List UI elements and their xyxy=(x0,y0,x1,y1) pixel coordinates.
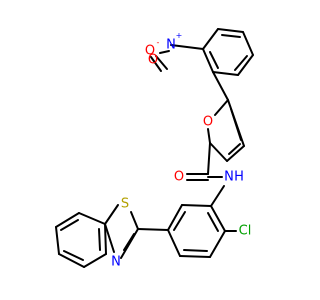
nitro-n-charge: + xyxy=(176,31,183,40)
furan-o-atom: O xyxy=(203,115,213,130)
chlorine-atom: Cl xyxy=(239,224,252,239)
thiazole-s-atom: S xyxy=(121,197,129,212)
atom-labels: N + O - O O O N H S N Cl xyxy=(111,31,251,270)
nitro-n-atom: N xyxy=(166,38,176,53)
bond-lines xyxy=(55,28,254,268)
molecule-structure-diagram: N + O - O O O N H S N Cl xyxy=(55,28,254,270)
nitro-o-atom: O xyxy=(148,53,158,68)
amide-n-atom: N xyxy=(224,170,234,185)
thiazole-n-atom: N xyxy=(111,255,121,270)
nitro-o-charge: - xyxy=(157,38,160,47)
carbonyl-o-atom: O xyxy=(174,170,184,185)
nitro-o-minus-atom: O xyxy=(145,44,155,59)
amide-h-atom: H xyxy=(234,170,244,185)
